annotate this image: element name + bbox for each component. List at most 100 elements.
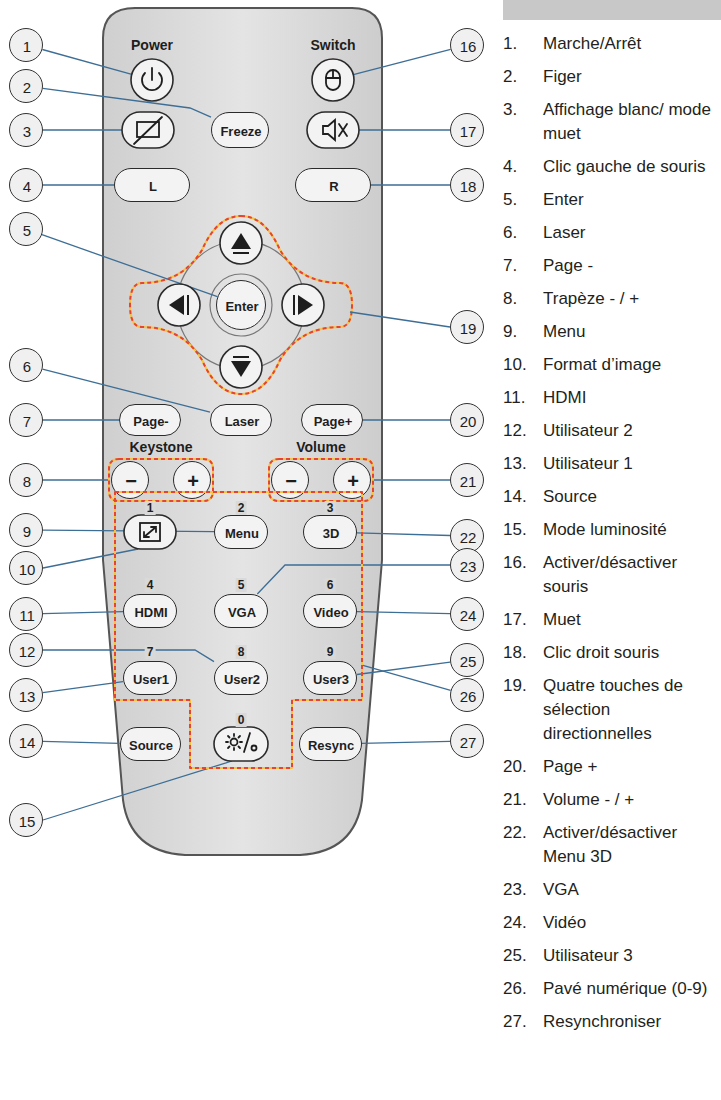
- button-label: Resync: [308, 739, 354, 752]
- key-number: 1: [145, 501, 156, 515]
- key-number: 3: [325, 501, 336, 515]
- list-number: 17.: [503, 608, 543, 632]
- button-label: VGA: [228, 606, 256, 619]
- list-number: 1.: [503, 32, 543, 56]
- plus-button: +: [173, 461, 211, 499]
- callout-circle: 19: [450, 310, 484, 344]
- list-item: 13.Utilisateur 1: [503, 452, 718, 476]
- callout-circle: 17: [450, 113, 484, 147]
- leader-line: [43, 612, 123, 614]
- list-text: Pavé numérique (0-9): [543, 977, 711, 1001]
- list-item: 6.Laser: [503, 221, 718, 245]
- list-text: Enter: [543, 188, 711, 212]
- right-click-button: R: [295, 168, 371, 202]
- leader-line: [363, 665, 451, 690]
- list-item: 18.Clic droit souris: [503, 641, 718, 665]
- callout-number: 12: [19, 644, 36, 659]
- list-text: Utilisateur 1: [543, 452, 711, 476]
- list-number: 20.: [503, 755, 543, 779]
- callout-number: 8: [23, 474, 31, 489]
- header-bar: [503, 0, 721, 20]
- list-item: 27.Resynchroniser: [503, 1010, 718, 1034]
- leader-line: [357, 662, 450, 674]
- button-label: L: [149, 180, 157, 193]
- list-text: Page -: [543, 254, 711, 278]
- button-label: Page-: [133, 415, 168, 428]
- list-number: 2.: [503, 65, 543, 89]
- key-number: 7: [145, 645, 156, 659]
- button-label: 3D: [323, 527, 340, 540]
- list-item: 8.Trapèze - / +: [503, 287, 718, 311]
- callout-number: 3: [23, 124, 31, 139]
- callout-number: 16: [460, 39, 477, 54]
- callout-number: 17: [460, 124, 477, 139]
- group-label: Volume: [296, 440, 346, 454]
- list-number: 22.: [503, 821, 543, 869]
- list-number: 27.: [503, 1010, 543, 1034]
- button-label: User1: [133, 673, 169, 686]
- dashed-outline: [269, 459, 373, 501]
- list-item: 15.Mode luminosité: [503, 518, 718, 542]
- callout-circle: 1: [9, 28, 43, 62]
- list-item: 21.Volume - / +: [503, 788, 718, 812]
- callout-number: 9: [23, 524, 31, 539]
- list-number: 7.: [503, 254, 543, 278]
- list-item: 7.Page -: [503, 254, 718, 278]
- dashed-outline: [115, 492, 362, 768]
- callout-circle: 13: [9, 678, 43, 712]
- dashed-outline: [115, 492, 362, 768]
- user-button: User1: [123, 661, 177, 695]
- enter-button: Enter: [216, 280, 266, 330]
- list-text: Source: [543, 485, 711, 509]
- page-down-button: Page-: [119, 404, 181, 436]
- menu-button: Menu: [214, 515, 268, 549]
- freeze-button: Freeze: [211, 112, 269, 148]
- list-item: 23.VGA: [503, 878, 718, 902]
- leader-line: [43, 479, 108, 480]
- list-text: Laser: [543, 221, 711, 245]
- list-number: 13.: [503, 452, 543, 476]
- list-item: 10.Format d’image: [503, 353, 718, 377]
- list-text: Trapèze - / +: [543, 287, 711, 311]
- callout-circle: 9: [9, 513, 43, 547]
- list-item: 2.Figer: [503, 65, 718, 89]
- list-text: Vidéo: [543, 911, 711, 935]
- callout-circle: 26: [450, 678, 484, 712]
- callout-number: 11: [19, 608, 35, 623]
- vga-button: VGA: [214, 594, 268, 628]
- list-number: 11.: [503, 386, 543, 410]
- button-label: −: [285, 471, 297, 491]
- callout-number: 24: [460, 608, 477, 623]
- list-text: Quatre touches de sélection directionnel…: [543, 674, 711, 746]
- dashed-outline: [269, 459, 373, 501]
- callout-number: 15: [19, 814, 36, 829]
- list-number: 10.: [503, 353, 543, 377]
- group-label: Power: [131, 38, 173, 52]
- list-text: Activer/désactiver Menu 3D: [543, 821, 711, 869]
- callout-circle: 27: [450, 724, 484, 758]
- list-text: Menu: [543, 320, 711, 344]
- leader-line: [43, 741, 120, 743]
- button-label: Enter: [225, 300, 258, 313]
- user-button: User2: [214, 661, 268, 695]
- dpad-outline: [130, 216, 352, 394]
- list-item: 22.Activer/désactiver Menu 3D: [503, 821, 718, 869]
- leader-line: [43, 88, 211, 117]
- callout-circle: 23: [450, 548, 484, 582]
- switch-button: Switch: [312, 59, 354, 101]
- hdmi-button: HDMI: [123, 594, 177, 628]
- list-text: Marche/Arrêt: [543, 32, 711, 56]
- remote-body: [103, 8, 382, 855]
- group-label: Keystone: [129, 440, 192, 454]
- leader-line: [43, 682, 123, 693]
- key-number: 5: [236, 578, 247, 592]
- button-label: −: [125, 471, 137, 491]
- page-up-button: Page+: [301, 404, 363, 436]
- key-number: 9: [325, 645, 336, 659]
- callout-number: 5: [23, 223, 31, 238]
- list-number: 16.: [503, 551, 543, 599]
- key-number: 0: [236, 713, 247, 727]
- list-item: 14.Source: [503, 485, 718, 509]
- list-number: 6.: [503, 221, 543, 245]
- callout-circle: 10: [9, 551, 43, 585]
